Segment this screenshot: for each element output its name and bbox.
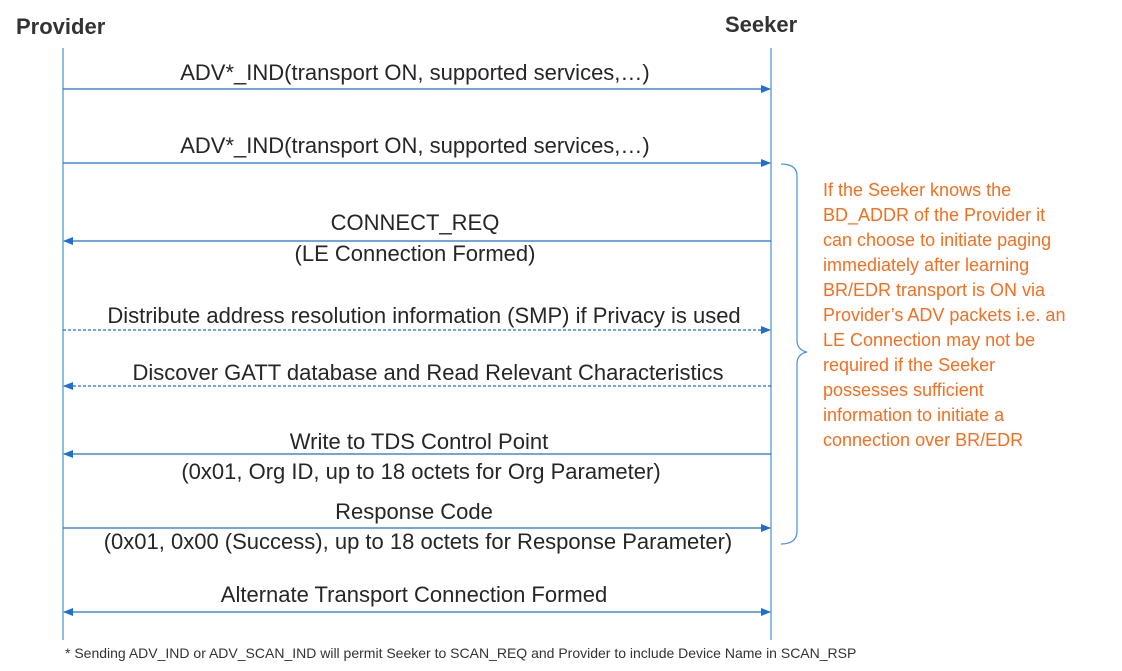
note-brace — [780, 163, 808, 545]
message-3-label: CONNECT_REQ — [330, 210, 500, 235]
note-line: connection over BR/EDR — [823, 430, 1024, 450]
message-8-label: Alternate Transport Connection Formed — [220, 582, 608, 607]
message-5-label: Discover GATT database and Read Relevant… — [132, 360, 724, 385]
message-6-sublabel: (0x01, Org ID, up to 18 octets for Org P… — [181, 459, 661, 484]
provider-actor-label: Provider — [16, 14, 106, 39]
note-line: LE Connection may not be — [823, 330, 1036, 350]
footnote: * Sending ADV_IND or ADV_SCAN_IND will p… — [65, 645, 857, 661]
note-line: If the Seeker knows the — [823, 180, 1012, 200]
note-line: immediately after learning — [823, 255, 1030, 275]
note-line: required if the Seeker — [823, 355, 996, 375]
seeker-actor-label: Seeker — [725, 12, 798, 37]
note-line: Provider’s ADV packets i.e. an — [823, 305, 1066, 325]
note-line: possesses sufficient — [823, 380, 984, 400]
message-3-sublabel: (LE Connection Formed) — [294, 241, 536, 266]
note-line: BR/EDR transport is ON via — [823, 280, 1046, 300]
message-6-label: Write to TDS Control Point — [289, 429, 549, 454]
message-arrows — [63, 85, 771, 616]
message-7-sublabel: (0x01, 0x00 (Success), up to 18 octets f… — [103, 529, 733, 554]
message-1-label: ADV*_IND(transport ON, supported service… — [180, 60, 650, 85]
seeker-note: If the Seeker knows the BD_ADDR of the P… — [823, 178, 1118, 453]
message-7-label: Response Code — [335, 499, 493, 524]
note-line: information to initiate a — [823, 405, 1005, 425]
message-2-label: ADV*_IND(transport ON, supported service… — [180, 133, 650, 158]
note-line: BD_ADDR of the Provider it — [823, 205, 1046, 225]
note-line: can choose to initiate paging — [823, 230, 1052, 250]
message-4-label: Distribute address resolution informatio… — [107, 303, 741, 328]
